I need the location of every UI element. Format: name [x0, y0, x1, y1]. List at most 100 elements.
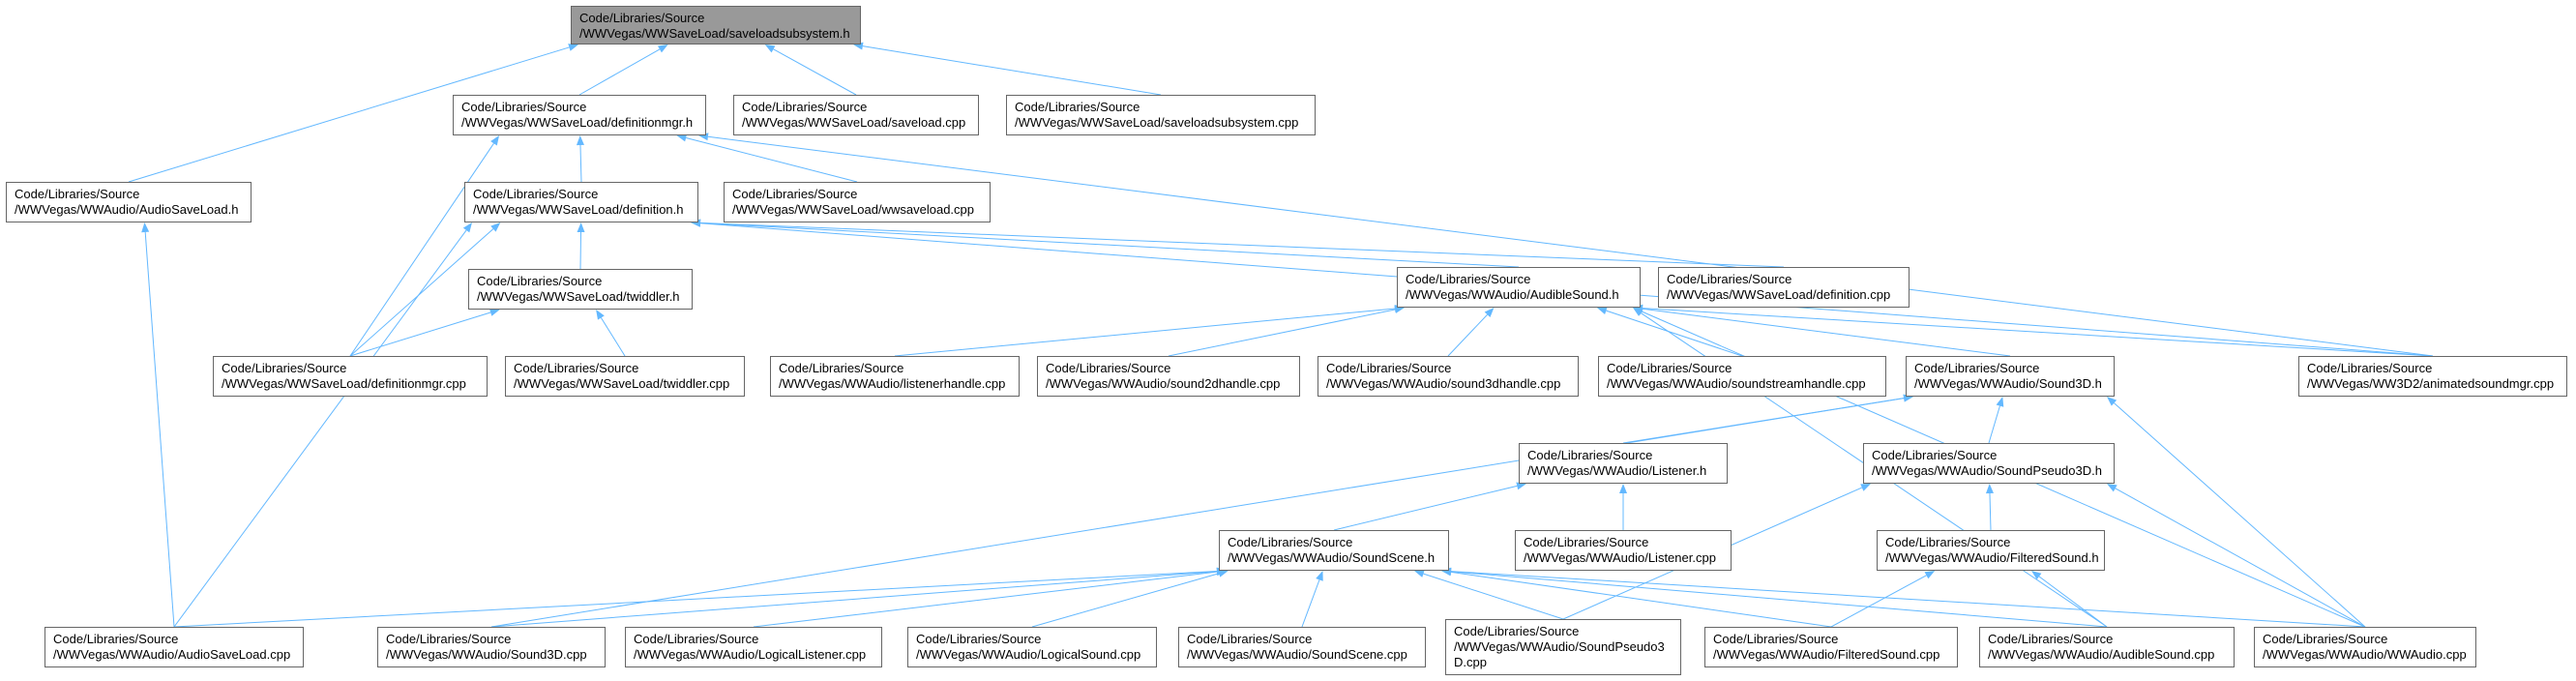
node-path-prefix: Code/Libraries/Source [1046, 361, 1171, 375]
edge-arrowhead [1596, 307, 1608, 314]
node-listener-h[interactable]: Code/Libraries/Source/WWVegas/WWAudio/Li… [1519, 443, 1728, 484]
node-audiblesound-h[interactable]: Code/Libraries/Source/WWVegas/WWAudio/Au… [1397, 267, 1641, 308]
edge-n23-to-n5 [173, 229, 467, 628]
edge-arrowhead [1996, 397, 2004, 407]
node-definition-h[interactable]: Code/Libraries/Source/WWVegas/WWSaveLoad… [464, 182, 698, 222]
node-sound2dhandle-cpp[interactable]: Code/Libraries/Source/WWVegas/WWAudio/so… [1037, 356, 1300, 397]
node-path-prefix: Code/Libraries/Source [477, 274, 603, 288]
node-wwaudio-cpp[interactable]: Code/Libraries/Source/WWVegas/WWAudio/WW… [2254, 627, 2476, 667]
node-path-suffix: /WWVegas/WW3D2/animatedsoundmgr.cpp [2307, 376, 2555, 391]
node-audiblesound-cpp[interactable]: Code/Libraries/Source/WWVegas/WWAudio/Au… [1979, 627, 2235, 667]
node-saveloadsubsystem-h[interactable]: Code/Libraries/Source/WWVegas/WWSaveLoad… [571, 6, 861, 44]
node-path-suffix: /WWVegas/WWAudio/AudioSaveLoad.h [15, 202, 239, 217]
node-path-prefix: Code/Libraries/Source [1326, 361, 1452, 375]
edge-n17-to-n1 [707, 135, 2434, 357]
node-path-suffix: /WWVegas/WWAudio/LogicalSound.cpp [916, 647, 1141, 662]
edge-arrowhead [1394, 306, 1405, 313]
node-definitionmgr-cpp[interactable]: Code/Libraries/Source/WWVegas/WWSaveLoad… [213, 356, 488, 397]
node-twiddler-h[interactable]: Code/Libraries/Source/WWVegas/WWSaveLoad… [468, 269, 693, 310]
node-path-prefix: Code/Libraries/Source [732, 187, 858, 201]
node-soundpseudo3d-cpp[interactable]: Code/Libraries/Source/WWVegas/WWAudio/So… [1445, 619, 1681, 675]
node-path-suffix: /WWVegas/WWAudio/SoundScene.h [1228, 550, 1436, 565]
node-saveloadsubsystem-cpp[interactable]: Code/Libraries/Source/WWVegas/WWSaveLoad… [1006, 95, 1316, 135]
edge-n12-to-n8 [894, 308, 1396, 357]
node-animatedsoundmgr-cpp[interactable]: Code/Libraries/Source/WWVegas/WW3D2/anim… [2298, 356, 2567, 397]
node-sound3d-cpp[interactable]: Code/Libraries/Source/WWVegas/WWAudio/So… [377, 627, 606, 667]
edge-n7-to-n5 [579, 231, 582, 270]
node-audiosaveload-cpp[interactable]: Code/Libraries/Source/WWVegas/WWAudio/Au… [44, 627, 304, 667]
node-filteredsound-h[interactable]: Code/Libraries/Source/WWVegas/WWAudio/Fi… [1877, 530, 2105, 571]
node-path-prefix: Code/Libraries/Source [779, 361, 904, 375]
node-path-suffix: /WWVegas/WWSaveLoad/definitionmgr.h [461, 115, 694, 130]
node-audiosaveload-h[interactable]: Code/Libraries/Source/WWVegas/WWAudio/Au… [6, 182, 252, 222]
node-soundstreamhandle-cpp[interactable]: Code/Libraries/Source/WWVegas/WWAudio/so… [1598, 356, 1886, 397]
node-sound3dhandle-cpp[interactable]: Code/Libraries/Source/WWVegas/WWAudio/so… [1318, 356, 1579, 397]
edge-arrowhead [1413, 570, 1425, 577]
node-soundpseudo3d-h[interactable]: Code/Libraries/Source/WWVegas/WWAudio/So… [1863, 443, 2115, 484]
node-wwsaveload-cpp[interactable]: Code/Libraries/Source/WWVegas/WWSaveLoad… [724, 182, 991, 222]
edge-n28-to-n20 [1423, 573, 1564, 620]
edge-n17-to-n8 [1642, 308, 2434, 357]
node-path-suffix: /WWVegas/WWAudio/WWAudio.cpp [2263, 647, 2467, 662]
node-path-suffix: /WWVegas/WWAudio/sound2dhandle.cpp [1046, 376, 1281, 391]
edge-arrowhead [1985, 484, 1994, 494]
edge-n26-to-n20 [1031, 573, 1220, 628]
edge-arrowhead [1924, 571, 1936, 579]
node-path-suffix: /WWVegas/WWAudio/AudibleSound.cpp [1988, 647, 2215, 662]
node-definitionmgr-h[interactable]: Code/Libraries/Source/WWVegas/WWSaveLoad… [453, 95, 706, 135]
edge-n11-to-n7 [600, 317, 626, 357]
edge-arrowhead [490, 222, 501, 232]
edge-n23-to-n4 [144, 231, 175, 628]
node-path-prefix: Code/Libraries/Source [514, 361, 639, 375]
node-path-prefix: Code/Libraries/Source [1988, 632, 2114, 646]
node-twiddler-cpp[interactable]: Code/Libraries/Source/WWVegas/WWSaveLoad… [505, 356, 745, 397]
edge-arrowhead [1516, 482, 1526, 490]
node-definition-cpp[interactable]: Code/Libraries/Source/WWVegas/WWSaveLoad… [1658, 267, 1910, 308]
edge-n31-to-n20 [1450, 571, 2366, 628]
node-path-prefix: Code/Libraries/Source [916, 632, 1042, 646]
node-logicalsound-cpp[interactable]: Code/Libraries/Source/WWVegas/WWAudio/Lo… [907, 627, 1157, 667]
node-path-prefix: Code/Libraries/Source [1527, 448, 1653, 462]
node-listener-cpp[interactable]: Code/Libraries/Source/WWVegas/WWAudio/Li… [1515, 530, 1732, 571]
node-logicallistener-cpp[interactable]: Code/Libraries/Source/WWVegas/WWAudio/Lo… [625, 627, 882, 667]
edge-n1-to-n0 [578, 48, 661, 96]
node-path-suffix: /WWVegas/WWSaveLoad/twiddler.h [477, 289, 680, 304]
edge-n25-to-n20 [753, 571, 1218, 628]
edge-n10-to-n1 [349, 143, 494, 357]
node-listenerhandle-cpp[interactable]: Code/Libraries/Source/WWVegas/WWAudio/li… [770, 356, 1020, 397]
node-path-suffix: /WWVegas/WWSaveLoad/definitionmgr.cpp [222, 376, 466, 391]
node-path-suffix: /WWVegas/WWAudio/SoundScene.cpp [1187, 647, 1407, 662]
edge-arrowhead [657, 44, 668, 53]
node-filteredsound-cpp[interactable]: Code/Libraries/Source/WWVegas/WWAudio/Fi… [1704, 627, 1958, 667]
node-path-middle: /WWVegas/WWAudio/SoundPseudo3 [1454, 639, 1665, 654]
node-path-prefix: Code/Libraries/Source [1406, 272, 1531, 286]
node-saveload-cpp[interactable]: Code/Libraries/Source/WWVegas/WWSaveLoad… [733, 95, 979, 135]
node-soundscene-cpp[interactable]: Code/Libraries/Source/WWVegas/WWAudio/So… [1178, 627, 1426, 667]
edge-n6-to-n1 [686, 137, 858, 183]
node-path-prefix: Code/Libraries/Source [1713, 632, 1839, 646]
edge-n30-to-n22 [2038, 576, 2108, 628]
edge-n29-to-n20 [1450, 571, 1832, 628]
node-path-suffix: /WWVegas/WWSaveLoad/wwsaveload.cpp [732, 202, 974, 217]
node-sound3d-h[interactable]: Code/Libraries/Source/WWVegas/WWAudio/So… [1906, 356, 2115, 397]
edge-n5-to-n1 [579, 144, 582, 183]
node-soundscene-h[interactable]: Code/Libraries/Source/WWVegas/WWAudio/So… [1219, 530, 1449, 571]
edge-arrowhead [1218, 569, 1229, 577]
node-path-prefix: Code/Libraries/Source [473, 187, 599, 201]
edge-n2-to-n0 [773, 48, 857, 96]
edge-n24-to-n20 [490, 571, 1218, 628]
edge-n10-to-n7 [349, 311, 491, 357]
node-path-prefix: Code/Libraries/Source [1187, 632, 1313, 646]
edge-n31-to-n19 [2115, 488, 2366, 628]
node-path-suffix: /WWVegas/WWAudio/soundstreamhandle.cpp [1607, 376, 1866, 391]
edge-arrowhead [141, 222, 150, 233]
node-path-prefix: Code/Libraries/Source [2263, 632, 2388, 646]
edge-arrowhead [2107, 397, 2117, 406]
node-path-prefix: Code/Libraries/Source [1667, 272, 1792, 286]
edge-n4-to-n0 [128, 46, 570, 183]
node-path-prefix: Code/Libraries/Source [1885, 535, 2011, 549]
edge-n3-to-n0 [862, 45, 1162, 96]
edge-arrowhead [462, 222, 472, 233]
